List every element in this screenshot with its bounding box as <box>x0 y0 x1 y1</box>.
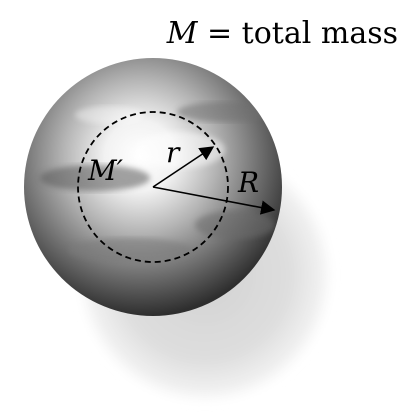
big-radius-label: R <box>237 166 259 199</box>
inner-radius-circle <box>77 111 229 263</box>
total-mass-symbol: M <box>166 16 199 51</box>
title-label: M = total mass <box>166 16 398 51</box>
total-mass-text: = total mass <box>197 16 398 51</box>
small-radius-label: r <box>166 136 181 169</box>
inner-mass-label: M′ <box>87 154 124 187</box>
big-radius-arrow <box>152 186 276 215</box>
small-radius-arrow <box>152 146 215 188</box>
